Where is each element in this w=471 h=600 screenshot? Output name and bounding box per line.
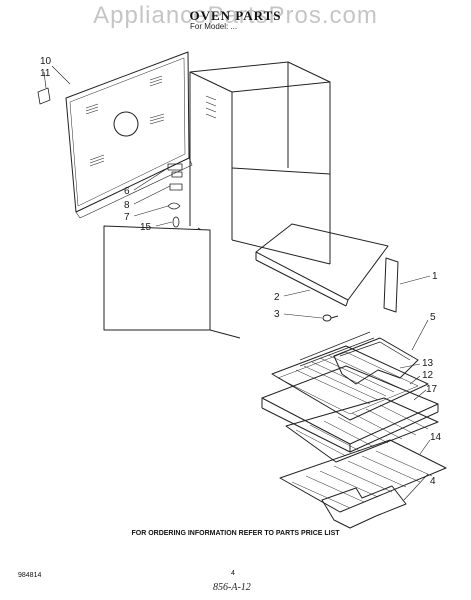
callout-12: 12: [422, 370, 434, 381]
part-number: 984814: [18, 572, 42, 579]
callout-1: 1: [432, 271, 438, 282]
callout-3: 3: [274, 309, 280, 320]
callout-4: 4: [430, 476, 436, 487]
bracket-hardware: [167, 163, 183, 228]
callout-5: 5: [430, 312, 436, 323]
callout-11: 11: [40, 68, 51, 79]
clip-part: [322, 314, 332, 322]
handwritten-reference: 856-A-12: [213, 582, 251, 593]
broil-element: [333, 337, 419, 385]
watermark: AppliancePartsPros.com: [93, 2, 378, 29]
model-line: For Model: ...: [190, 22, 238, 31]
callout-2: 2: [274, 292, 280, 303]
lower-side-panel: [103, 225, 211, 331]
callout-7: 7: [124, 212, 130, 223]
small-bracket: [37, 87, 51, 105]
oven-cavity-frame: [189, 61, 331, 339]
leader-lines: [43, 65, 431, 501]
callout-10: 10: [40, 56, 52, 67]
oven-rack: [279, 397, 447, 513]
callout-15: 15: [140, 222, 152, 233]
callout-17: 17: [426, 384, 438, 395]
callout-8: 8: [124, 200, 130, 211]
oven-back-panel: [65, 51, 193, 219]
ordering-info-footer: FOR ORDERING INFORMATION REFER TO PARTS …: [131, 530, 340, 537]
page-number: 4: [231, 570, 235, 577]
callout-14: 14: [430, 432, 442, 443]
diagram-title: OVEN PARTS: [189, 8, 282, 23]
callout-6: 6: [124, 186, 130, 197]
hinge-bracket: [383, 257, 399, 313]
oven-bottom-panel: [255, 223, 389, 307]
broiler-pan: [261, 345, 439, 453]
bake-element: [321, 485, 407, 529]
callout-13: 13: [422, 358, 434, 369]
